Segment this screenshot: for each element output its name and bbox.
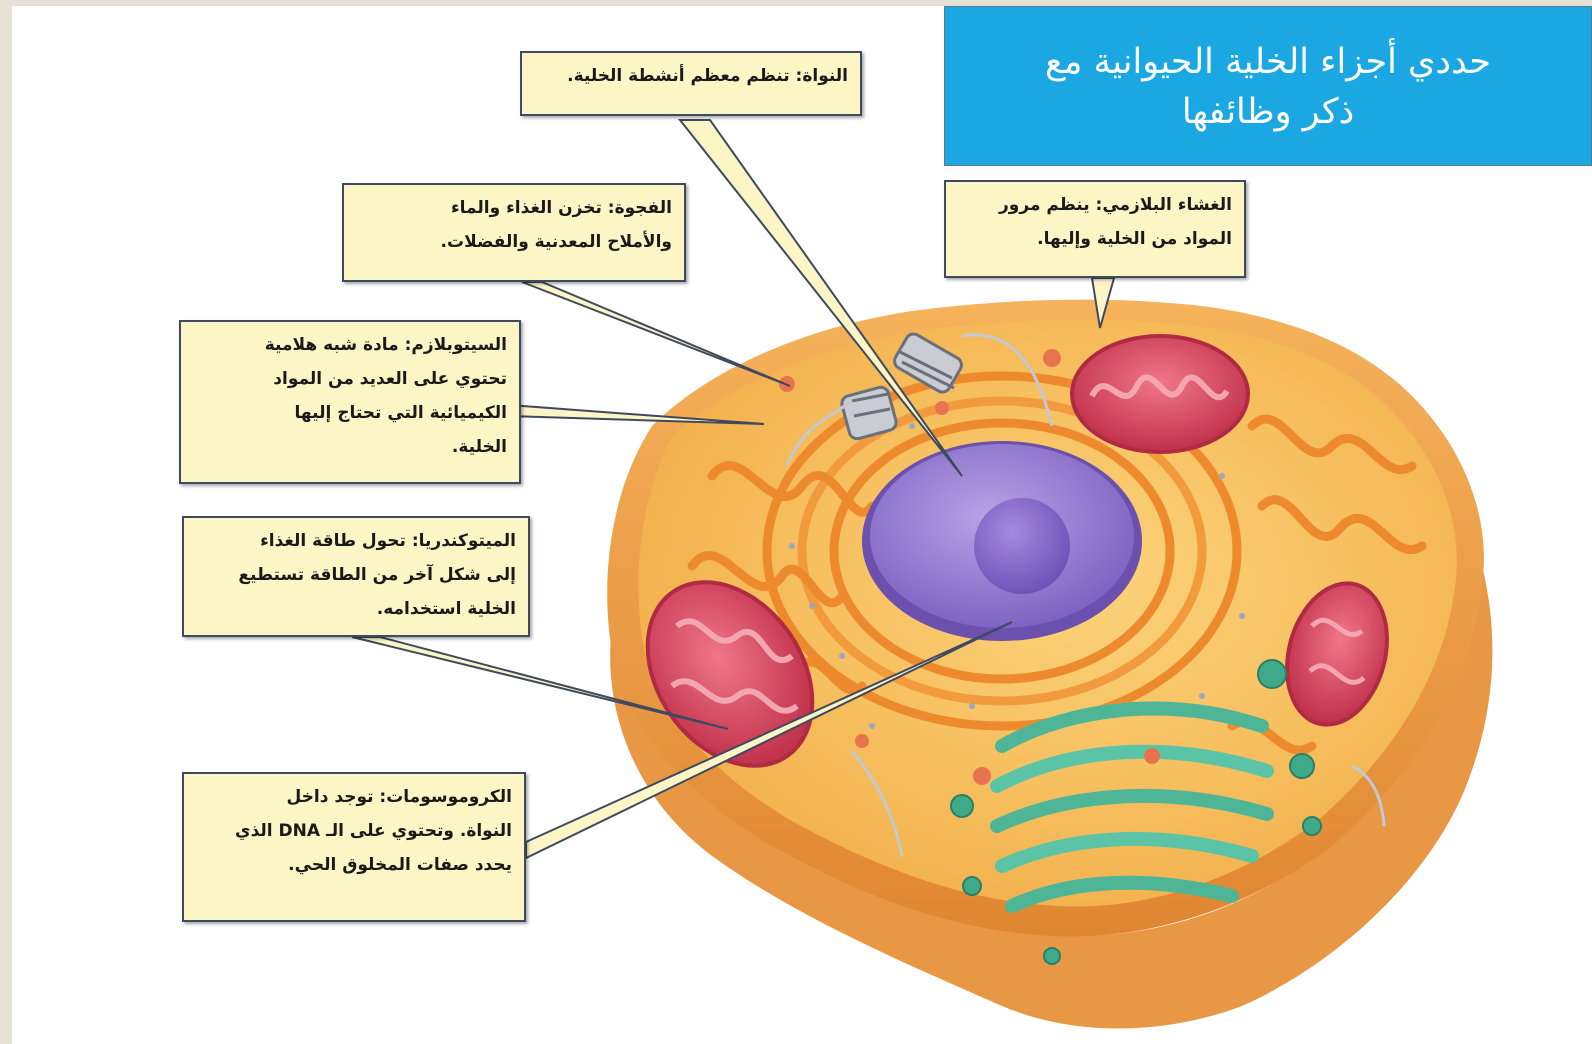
mitochondrion-top [1072, 336, 1248, 452]
vacuole-label: الفجوة: تخزن الغذاء والماء والأملاح المع… [342, 183, 686, 282]
nucleus-label: النواة: تنظم معظم أنشطة الخلية. [520, 51, 862, 116]
cytoplasm-label: السيتوبلازم: مادة شبه هلامية تحتوي على ا… [179, 320, 521, 484]
title-line-1: حددي أجزاء الخلية الحيوانية مع [945, 37, 1591, 87]
chromosomes-label: الكروموسومات: توجد داخل النواة. وتحتوي ع… [182, 772, 526, 922]
vacuole-pointer [522, 282, 790, 386]
mitochondria-label: الميتوكندريا: تحول طاقة الغذاء إلى شكل آ… [182, 516, 530, 637]
slide: النواة: تنظم معظم أنشطة الخلية. الغشاء ا… [12, 6, 1592, 1044]
nucleolus [974, 498, 1070, 594]
title-box: حددي أجزاء الخلية الحيوانية مع ذكر وظائف… [944, 6, 1592, 166]
title-line-2: ذكر وظائفها [945, 87, 1591, 137]
plasma-membrane-label: الغشاء البلازمي: ينظم مرور المواد من الخ… [944, 180, 1246, 278]
